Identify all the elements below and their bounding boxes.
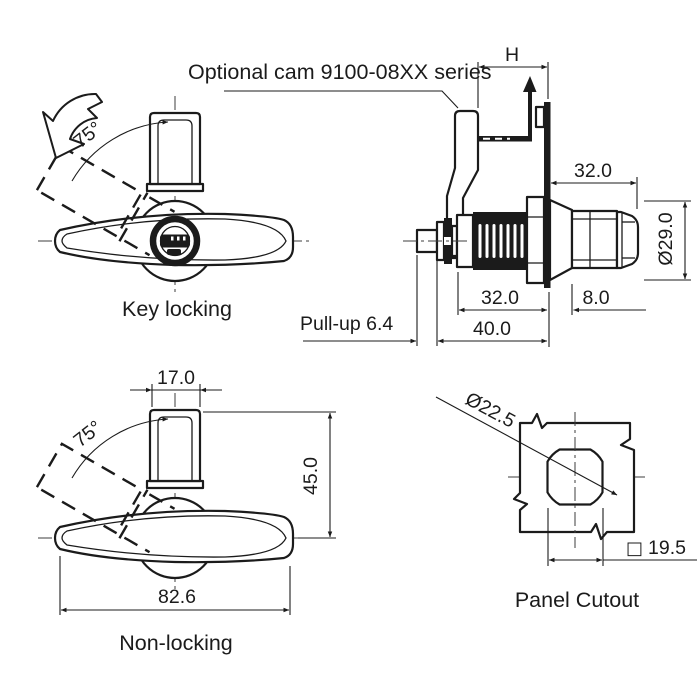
note-pull-up: Pull-up 6.4 bbox=[300, 313, 393, 335]
dim-handle-length: 32.0 bbox=[574, 160, 612, 182]
rotation-arrow-icon bbox=[42, 92, 103, 159]
view-key-locking: 75° Key locking bbox=[35, 92, 310, 321]
square-symbol: □ bbox=[626, 538, 643, 559]
rotated-handle-ghost bbox=[35, 442, 176, 554]
knob-front-cap bbox=[615, 210, 640, 270]
view-panel-cutout: Ø22.5 □ 19.5 Panel Cutout bbox=[435, 388, 697, 612]
dim-height: 45.0 bbox=[300, 457, 322, 495]
dim-bezel-diameter: Ø29.0 bbox=[655, 212, 677, 265]
up-arrow-icon bbox=[523, 76, 537, 92]
rotation-arc bbox=[71, 417, 169, 479]
view-side: Optional cam 9100-08XX series bbox=[188, 44, 691, 347]
dim-grip-width: 17.0 bbox=[157, 367, 195, 389]
view-caption-panel-cutout: Panel Cutout bbox=[515, 588, 639, 612]
dim-square: 19.5 bbox=[648, 537, 686, 559]
dim-bezel-depth: 8.0 bbox=[582, 287, 609, 309]
hex-nut bbox=[525, 195, 546, 285]
dim-overall-length: 40.0 bbox=[473, 318, 511, 340]
cam-travel-indicator bbox=[478, 91, 532, 142]
leader-hole-diameter bbox=[435, 396, 618, 496]
bezel-cone bbox=[548, 198, 574, 282]
rotation-angle-label: 75° bbox=[70, 416, 107, 451]
rotated-handle-ghost bbox=[35, 145, 176, 257]
t-handle-bar bbox=[53, 509, 295, 564]
leader-optional-cam bbox=[224, 90, 459, 109]
note-optional-cam: Optional cam 9100-08XX series bbox=[188, 60, 492, 84]
dim-body-length: 32.0 bbox=[481, 287, 519, 309]
rotation-arc bbox=[71, 120, 169, 182]
t-handle-grip bbox=[148, 111, 202, 186]
dim-handle-length: 82.6 bbox=[158, 586, 196, 608]
cutout-hole bbox=[546, 448, 604, 506]
key-slot bbox=[160, 234, 190, 248]
frame-keeper-tab bbox=[534, 105, 546, 129]
view-non-locking: 75° 17.0 45.0 82.6 Non-locking bbox=[35, 367, 336, 655]
t-handle-grip bbox=[148, 408, 202, 483]
dim-grip-h: H bbox=[505, 44, 519, 66]
view-caption-key-locking: Key locking bbox=[122, 297, 232, 321]
view-caption-non-locking: Non-locking bbox=[119, 631, 233, 655]
knob-body bbox=[570, 209, 619, 270]
panel-edge bbox=[544, 102, 551, 288]
